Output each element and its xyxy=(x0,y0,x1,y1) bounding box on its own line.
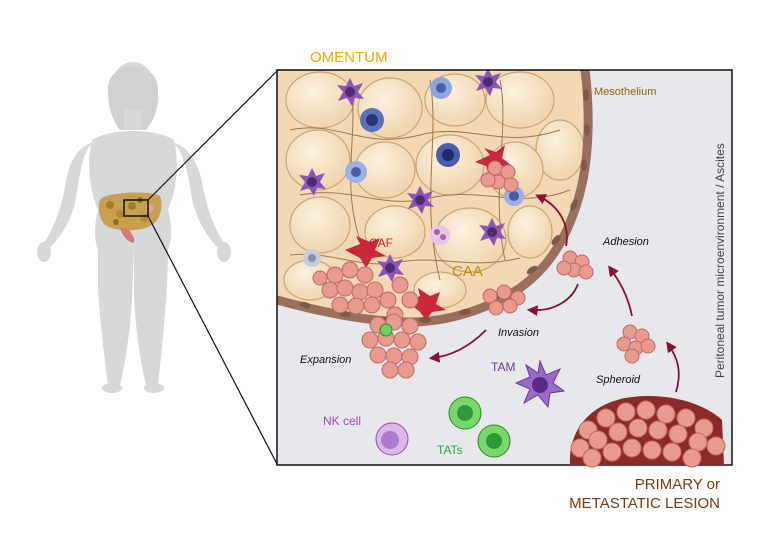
tam-cell xyxy=(514,359,566,409)
label-expansion: Expansion xyxy=(300,354,351,366)
tumor-adhesion-cluster xyxy=(556,250,594,280)
arrow-adhesion-to-mesothelium xyxy=(535,194,568,247)
label-side-tme: Peritoneal tumor microenvironment / Asci… xyxy=(713,143,727,378)
process-arrows xyxy=(428,194,680,393)
omentum-tissue xyxy=(277,70,589,322)
label-invasion: Invasion xyxy=(498,327,539,339)
label-tam: TAM xyxy=(491,360,515,374)
tumor-invasion-cluster xyxy=(482,284,526,316)
label-spheroid: Spheroid xyxy=(596,374,641,386)
label-omentum: OMENTUM xyxy=(310,49,388,66)
primary-lesion xyxy=(569,396,726,468)
lymphocytes xyxy=(303,77,524,267)
label-nk-cell: NK cell xyxy=(323,414,361,428)
arrow-lesion-to-spheroid xyxy=(666,341,680,393)
label-lesion-line2: METASTATIC LESION xyxy=(569,495,720,512)
label-mesothelium: Mesothelium xyxy=(594,86,656,98)
neutrophil xyxy=(430,225,450,245)
zoom-box xyxy=(123,199,149,217)
mesothelium-border xyxy=(277,70,593,327)
arrow-spheroid-to-adhesion xyxy=(608,265,633,317)
tat-cells xyxy=(448,396,511,458)
tat-in-cluster xyxy=(379,323,393,337)
caf-fibroblasts xyxy=(345,145,512,320)
zoom-line-bottom xyxy=(147,215,278,465)
label-adhesion: Adhesion xyxy=(602,236,649,248)
label-tats: TATs xyxy=(437,443,463,457)
arrow-adhesion-to-invasion xyxy=(526,283,579,317)
zoom-line-top xyxy=(147,70,278,201)
label-caf: CAF xyxy=(369,236,393,250)
arrow-to-expansion xyxy=(428,329,487,363)
macrophages-omentum xyxy=(299,70,506,282)
label-lesion-line1: PRIMARY or xyxy=(635,476,720,493)
tumor-cluster-upper xyxy=(480,160,519,193)
tumor-invading-cluster xyxy=(312,261,419,324)
spheroid xyxy=(616,324,656,364)
label-caa: CAA xyxy=(452,263,483,280)
nk-cell xyxy=(375,422,409,456)
